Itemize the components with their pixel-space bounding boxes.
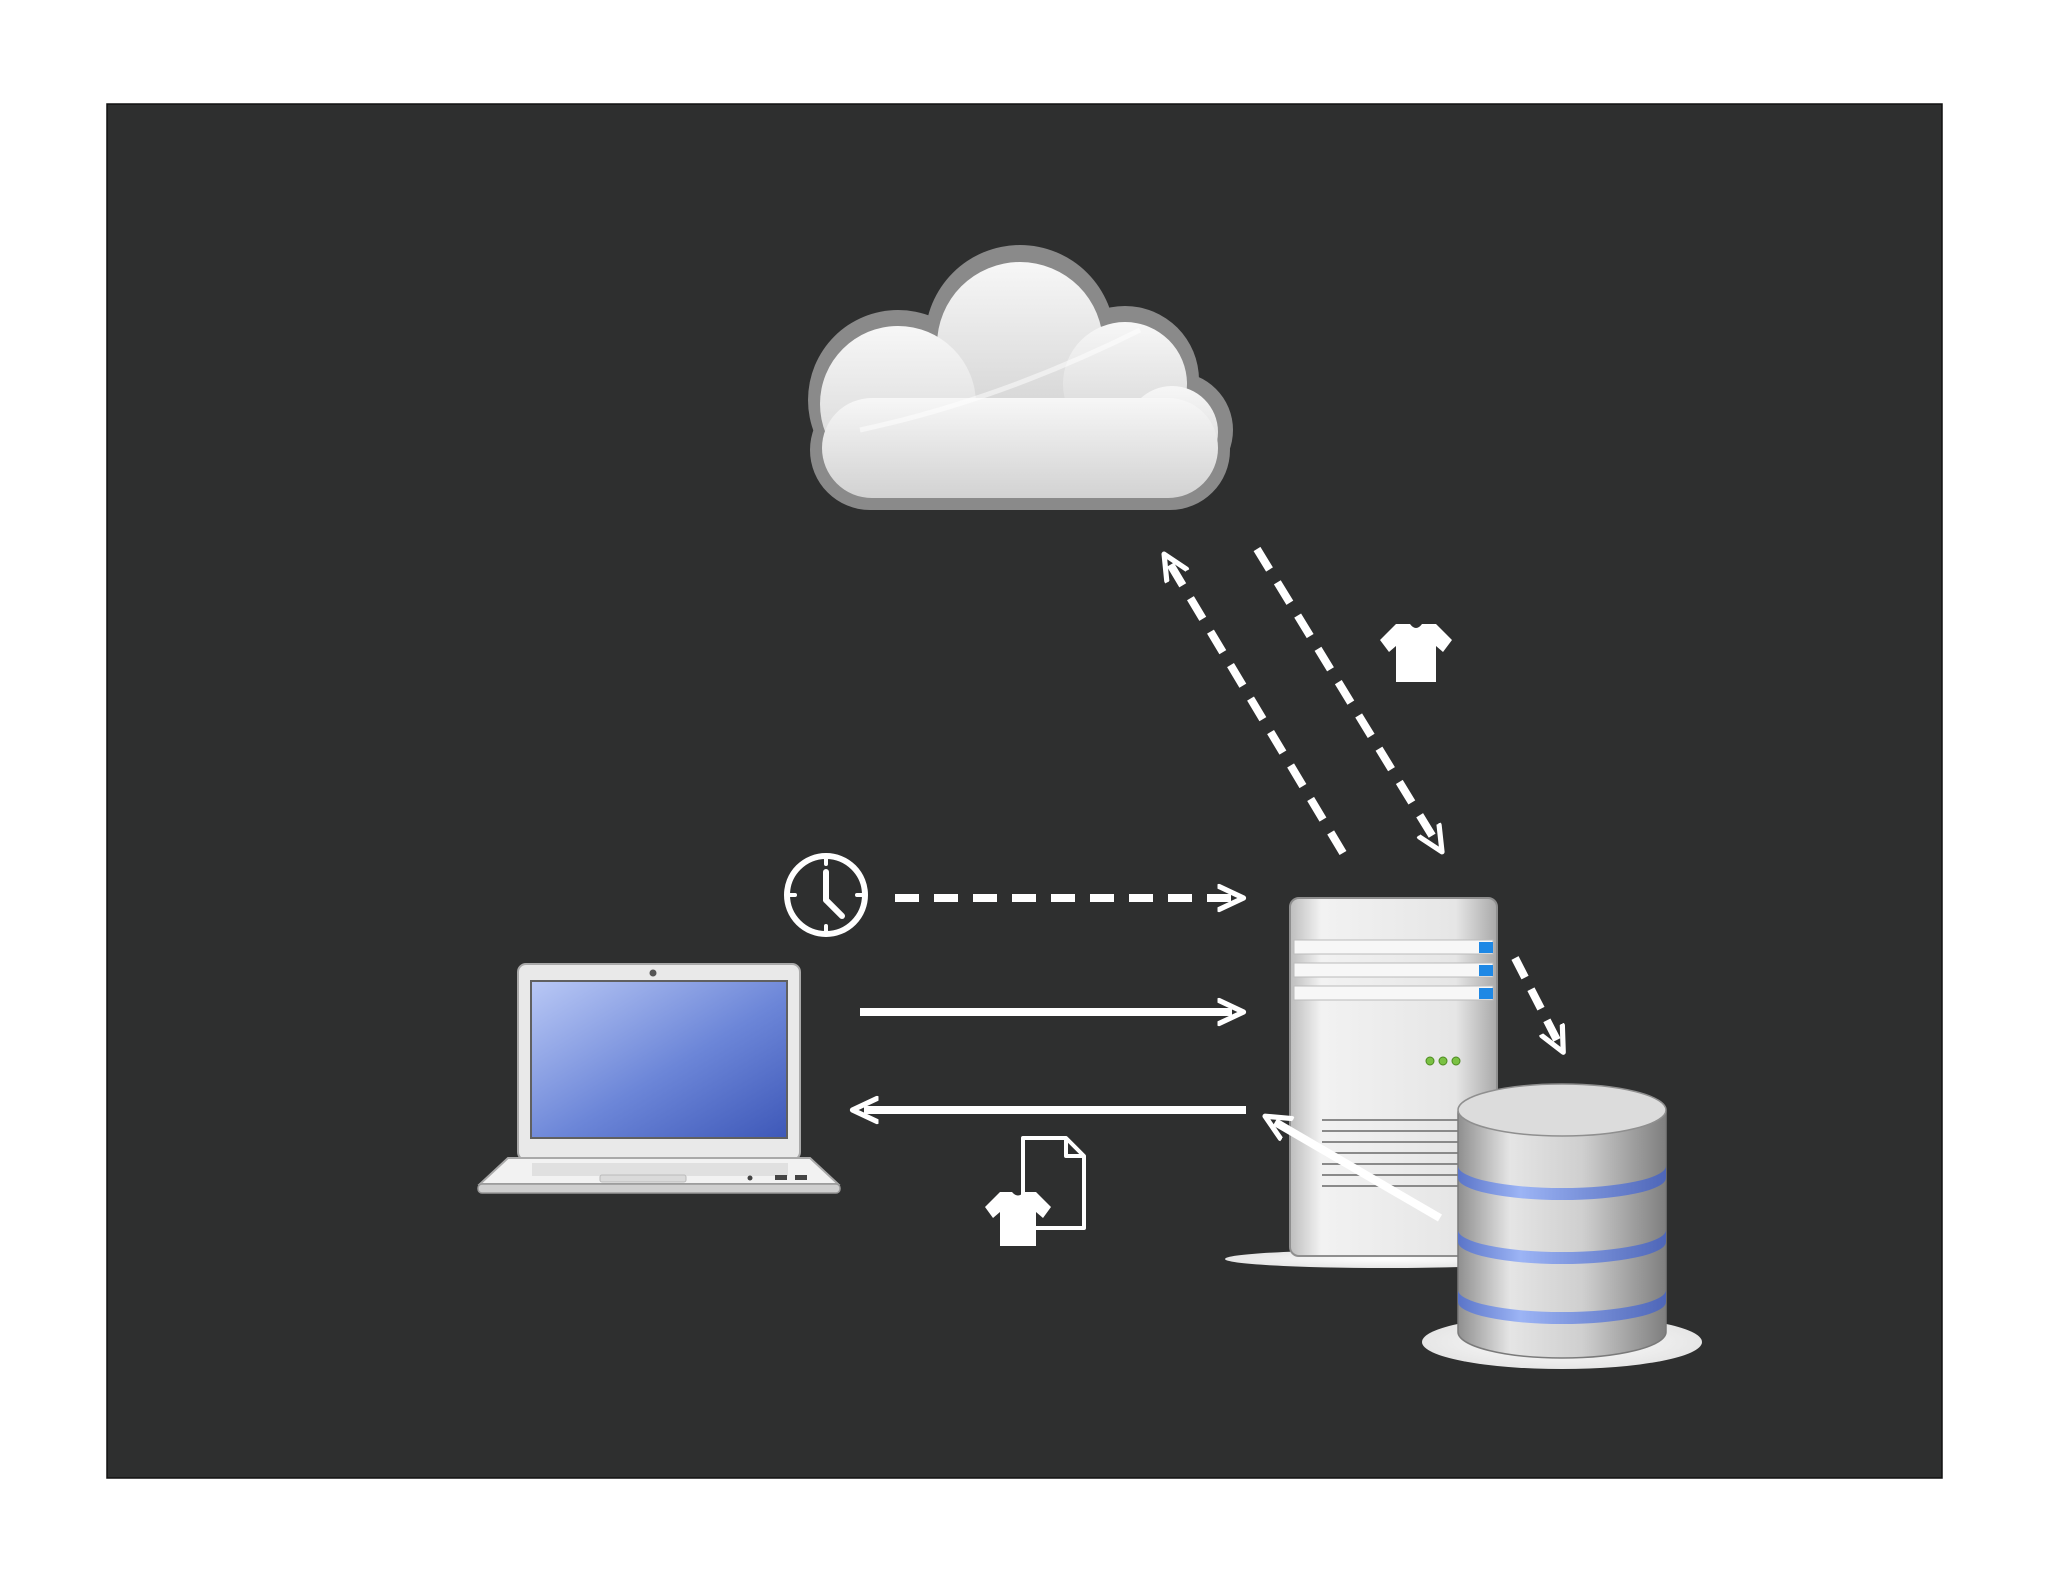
tshirt-document-icon (985, 1136, 1086, 1246)
database-icon (1422, 1083, 1702, 1369)
arrow-server-to-cloud-dashed (1170, 564, 1347, 856)
clock-icon (784, 853, 868, 937)
arrow-server-to-database-dashed (1511, 956, 1558, 1042)
cloud-icon (808, 245, 1233, 510)
diagram-arrows (860, 546, 1558, 1222)
arrow-database-to-server (1275, 1122, 1443, 1222)
laptop-icon (477, 963, 841, 1194)
tshirt-icon (1380, 624, 1452, 682)
arrow-cloud-to-server-dashed (1253, 546, 1436, 842)
server-icon (1225, 897, 1545, 1268)
